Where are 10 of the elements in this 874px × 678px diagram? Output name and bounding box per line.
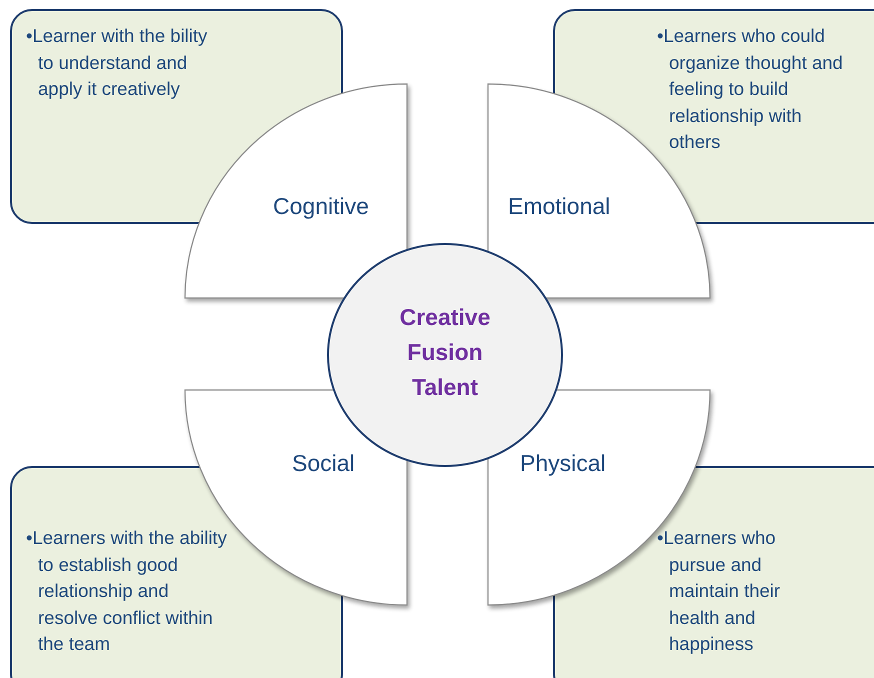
quadrant-sector	[185, 84, 407, 298]
description-text: •Learners with the ability to establish good relationship and resolve conflict within the team	[26, 526, 228, 656]
description-text: •Learner with the bility to understand and apply it creatively	[26, 24, 208, 101]
category-label: Social	[292, 450, 355, 477]
description-text: •Learners who could organize thought and feeling to build relationship with others	[657, 24, 844, 154]
description-text: •Learners who pursue and maintain their health and happiness	[657, 526, 782, 656]
category-label: Cognitive	[273, 193, 369, 220]
category-label: Emotional	[508, 193, 610, 220]
category-label: Physical	[520, 450, 606, 477]
center-title: Creative Fusion Talent	[398, 303, 492, 402]
